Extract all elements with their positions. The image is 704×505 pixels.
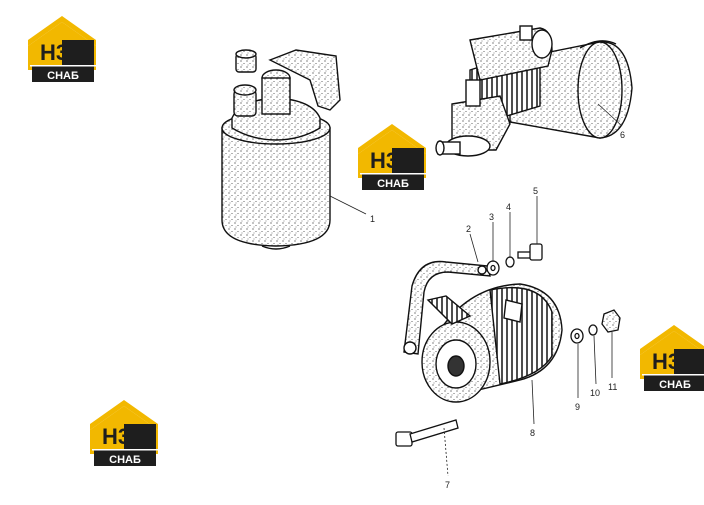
callout-5: 5 xyxy=(533,186,538,196)
alternator-drawing xyxy=(421,283,563,403)
callout-9: 9 xyxy=(575,402,580,412)
logo-caption: СНАБ xyxy=(659,379,691,391)
callout-6: 6 xyxy=(620,130,625,140)
callouts: 1 2 3 4 5 6 7 8 9 10 11 xyxy=(370,130,625,490)
callout-7: 7 xyxy=(445,480,450,490)
washer-9 xyxy=(570,328,584,344)
logo-mark: Н3 xyxy=(652,349,680,374)
callout-2: 2 xyxy=(466,224,471,234)
nut-11 xyxy=(601,309,621,333)
callout-1: 1 xyxy=(370,214,375,224)
logo-mark: Н3 xyxy=(102,424,130,449)
spring-washer-4 xyxy=(505,256,515,268)
fuel-filter-drawing xyxy=(221,49,341,250)
bolt-5 xyxy=(517,243,543,261)
leader-lines xyxy=(329,103,623,477)
callout-10: 10 xyxy=(590,388,600,398)
callout-3: 3 xyxy=(489,212,494,222)
long-bolt-7 xyxy=(395,419,459,447)
spring-washer-10 xyxy=(588,324,598,336)
callout-11: 11 xyxy=(608,382,617,392)
logo-mark: Н3 xyxy=(370,148,398,173)
starter-motor-drawing xyxy=(435,25,633,157)
bracket-strap-drawing xyxy=(403,260,491,355)
logo-right: Н3 СНАБ xyxy=(640,325,704,391)
logo-bottom-left: Н3 СНАБ xyxy=(90,400,158,466)
logo-mark: Н3 xyxy=(40,40,68,65)
callout-4: 4 xyxy=(506,202,511,212)
washer-3 xyxy=(486,260,500,276)
logo-caption: СНАБ xyxy=(109,454,141,466)
logo-center: Н3 СНАБ xyxy=(358,124,426,190)
logo-top-left: Н3 СНАБ xyxy=(28,16,96,82)
logo-caption: СНАБ xyxy=(377,178,409,190)
logo-caption: СНАБ xyxy=(47,70,79,82)
callout-8: 8 xyxy=(530,428,535,438)
